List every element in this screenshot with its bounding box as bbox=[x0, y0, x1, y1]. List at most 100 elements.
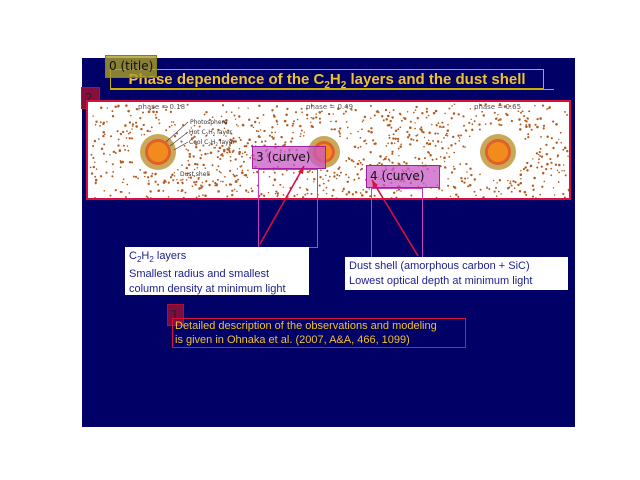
dust-grain bbox=[220, 154, 223, 156]
dust-grain bbox=[158, 122, 161, 125]
dust-grain bbox=[189, 153, 192, 155]
dust-grain bbox=[493, 111, 496, 114]
dust-grain bbox=[536, 166, 539, 169]
dust-grain bbox=[421, 112, 424, 115]
dust-grain bbox=[293, 120, 295, 123]
dust-grain bbox=[168, 125, 171, 128]
dust-grain bbox=[245, 153, 248, 156]
dust-grain bbox=[172, 179, 175, 182]
dust-grain bbox=[345, 105, 349, 108]
dust-grain bbox=[500, 124, 503, 127]
dust-grain bbox=[427, 139, 430, 142]
dust-grain bbox=[119, 149, 121, 151]
dust-grain bbox=[361, 128, 363, 131]
dust-grain bbox=[462, 145, 465, 148]
dust-grain bbox=[109, 154, 111, 156]
dust-grain bbox=[140, 134, 143, 136]
dust-grain bbox=[326, 169, 329, 173]
dust-grain bbox=[434, 132, 437, 135]
dust-grain bbox=[275, 120, 279, 123]
dust-grain bbox=[443, 160, 446, 163]
dust-grain bbox=[390, 126, 393, 129]
dust-grain bbox=[122, 178, 125, 181]
c2h2-layers-callout: C2H2 layers Smallest radius and smallest… bbox=[125, 247, 309, 295]
dust-grain bbox=[512, 180, 515, 183]
dust-grain bbox=[462, 115, 465, 118]
dust-grain bbox=[388, 136, 391, 139]
dust-grain bbox=[444, 112, 446, 115]
dust-grain bbox=[147, 182, 150, 186]
dust-grain bbox=[218, 170, 221, 173]
dust-grain bbox=[235, 180, 238, 183]
dust-grain bbox=[333, 171, 336, 174]
dust-grain bbox=[198, 125, 201, 128]
dust-grain bbox=[558, 171, 560, 174]
dust-grain bbox=[431, 158, 434, 161]
dust-grain bbox=[201, 185, 204, 188]
dust-grain bbox=[99, 106, 103, 110]
dust-grain bbox=[361, 163, 364, 166]
dust-grain bbox=[218, 138, 222, 142]
dust-grain bbox=[176, 132, 179, 135]
dust-grain bbox=[412, 139, 415, 141]
dust-grain bbox=[99, 175, 103, 178]
dust-grain bbox=[382, 158, 385, 161]
dust-grain bbox=[150, 175, 153, 178]
dust-grain bbox=[102, 134, 105, 138]
dust-grain bbox=[528, 123, 531, 127]
dust-grain bbox=[192, 155, 195, 158]
dust-grain bbox=[475, 115, 478, 117]
dust-grain bbox=[103, 189, 106, 192]
dust-grain bbox=[541, 185, 544, 188]
dust-grain bbox=[480, 197, 481, 198]
dust-grain bbox=[263, 129, 266, 133]
dust-grain bbox=[230, 132, 233, 135]
dust-grain bbox=[440, 141, 443, 143]
dust-grain bbox=[561, 170, 563, 172]
dust-grain bbox=[415, 134, 418, 137]
dust-grain bbox=[365, 190, 368, 194]
dust-grain bbox=[147, 197, 149, 198]
dust-grain bbox=[173, 172, 176, 174]
dust-grain bbox=[330, 128, 333, 131]
dust-grain bbox=[438, 187, 441, 190]
dust-grain bbox=[146, 129, 149, 133]
dust-grain bbox=[238, 107, 240, 109]
dust-grain bbox=[233, 188, 236, 191]
dust-grain bbox=[347, 176, 350, 179]
dust-grain bbox=[300, 107, 303, 110]
dust-grain bbox=[172, 121, 175, 123]
dust-grain bbox=[214, 146, 216, 149]
dust-grain bbox=[331, 194, 334, 197]
dust-grain bbox=[341, 190, 344, 193]
dust-grain bbox=[211, 164, 214, 167]
dust-grain bbox=[254, 120, 257, 124]
dust-grain bbox=[311, 171, 314, 173]
dust-grain bbox=[195, 180, 198, 184]
dust-grain bbox=[494, 186, 498, 189]
dust-grain bbox=[264, 140, 267, 143]
dust-grain bbox=[262, 113, 265, 116]
dust-grain bbox=[425, 116, 428, 119]
dust-grain bbox=[195, 143, 198, 146]
dust-grain bbox=[473, 190, 476, 193]
dust-grain bbox=[473, 120, 476, 123]
dust-grain bbox=[224, 121, 228, 125]
dust-grain bbox=[94, 123, 97, 126]
dust-grain bbox=[416, 117, 419, 120]
dust-grain bbox=[209, 118, 211, 121]
dust-grain bbox=[90, 153, 93, 156]
dust-grain bbox=[388, 111, 391, 114]
dust-grain bbox=[185, 148, 188, 151]
dust-grain bbox=[151, 172, 154, 175]
dust-grain bbox=[370, 130, 373, 134]
dust-grain bbox=[518, 118, 521, 121]
dust-grain bbox=[471, 128, 474, 132]
dust-grain bbox=[474, 107, 477, 110]
dust-grain bbox=[449, 195, 452, 198]
photosphere bbox=[488, 142, 508, 162]
dust-grain bbox=[139, 169, 142, 171]
dust-grain bbox=[486, 186, 488, 188]
dust-grain bbox=[144, 175, 146, 178]
dust-grain bbox=[167, 195, 170, 198]
